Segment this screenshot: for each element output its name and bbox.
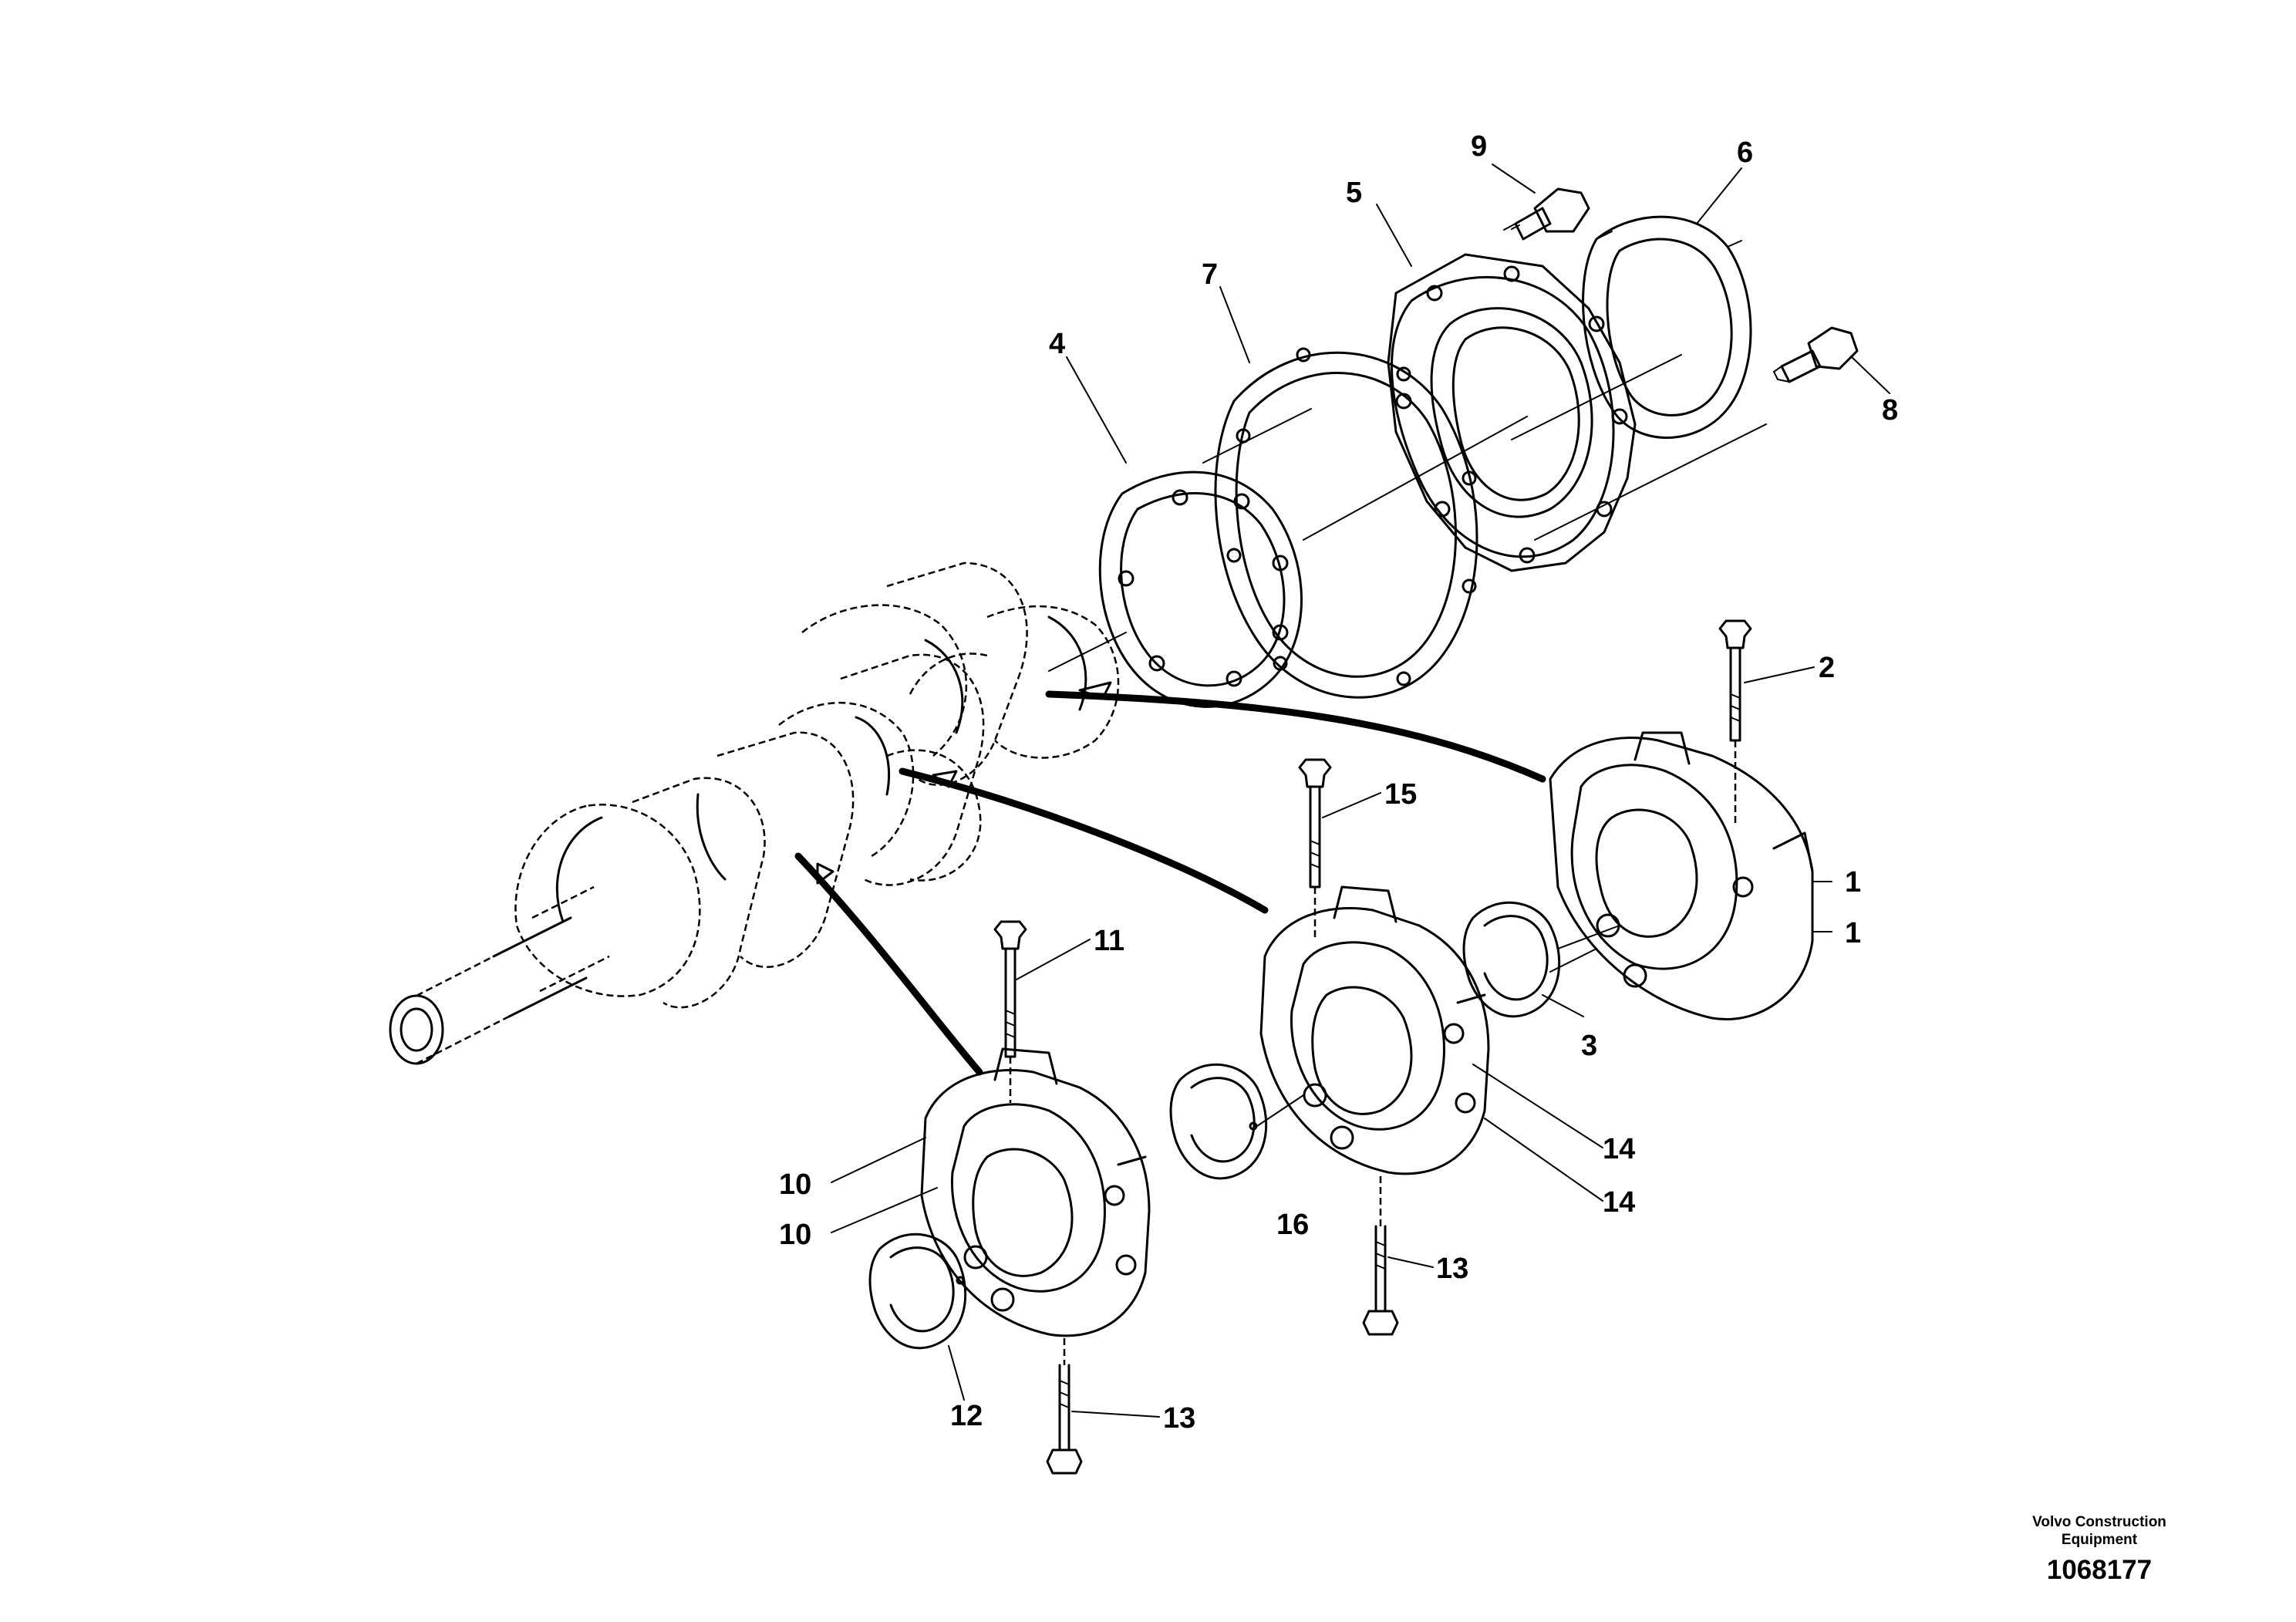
seal-housing-5 <box>1387 253 1767 572</box>
bolt-8 <box>1772 326 1859 383</box>
publisher-name-line2: Equipment <box>2061 1532 2138 1548</box>
bolt-11 <box>993 920 1027 1103</box>
callout-4: 4 <box>1049 328 1065 360</box>
callout-10-upper: 10 <box>779 1168 811 1201</box>
crankshaft <box>389 561 1120 1065</box>
publisher-credit: Volvo Construction Equipment 1068177 <box>1976 1513 2223 1586</box>
bolt-13-left <box>1046 1338 1083 1475</box>
callout-11: 11 <box>1094 925 1124 957</box>
bearing-cap-1 <box>1549 731 1814 1020</box>
guide-curve-cap-14 <box>899 767 1269 914</box>
callout-9: 9 <box>1471 130 1487 163</box>
callout-16: 16 <box>1276 1209 1309 1241</box>
guide-curve-cap-10 <box>794 852 983 1076</box>
plate-4 <box>1048 470 1303 708</box>
callout-7: 7 <box>1202 258 1218 291</box>
drawing-number: 1068177 <box>2046 1555 2153 1585</box>
bearing-cap-10 <box>920 1047 1151 1337</box>
callout-1-lower: 1 <box>1845 917 1861 949</box>
callout-14-lower: 14 <box>1603 1186 1635 1219</box>
callout-12: 12 <box>950 1400 983 1432</box>
callout-10-lower: 10 <box>779 1219 811 1251</box>
callout-15: 15 <box>1384 778 1417 811</box>
bolt-9 <box>1503 187 1590 241</box>
bushing-12 <box>868 1233 967 1350</box>
bushing-16 <box>1169 1063 1304 1180</box>
publisher-name-line1: Volvo Construction <box>2032 1514 2166 1530</box>
oil-seal-6 <box>1582 215 1752 439</box>
guide-curve-cap-1 <box>1045 690 1546 783</box>
callout-13-center: 13 <box>1436 1253 1468 1285</box>
bolt-15 <box>1298 758 1332 941</box>
callout-5: 5 <box>1346 177 1362 209</box>
bushing-3 <box>1462 901 1597 1018</box>
callout-13-left: 13 <box>1163 1402 1195 1435</box>
leader-lines <box>831 164 1890 1418</box>
gasket-7 <box>1202 347 1528 699</box>
bearing-cap-14 <box>1259 885 1490 1175</box>
callout-14-upper: 14 <box>1603 1133 1635 1165</box>
bolt-13-center <box>1362 1176 1399 1336</box>
bolt-2 <box>1718 619 1752 825</box>
callout-1-upper: 1 <box>1845 866 1861 899</box>
callout-2: 2 <box>1819 652 1835 684</box>
callout-6: 6 <box>1737 137 1753 169</box>
callout-3: 3 <box>1581 1030 1597 1062</box>
callout-8: 8 <box>1882 394 1898 427</box>
